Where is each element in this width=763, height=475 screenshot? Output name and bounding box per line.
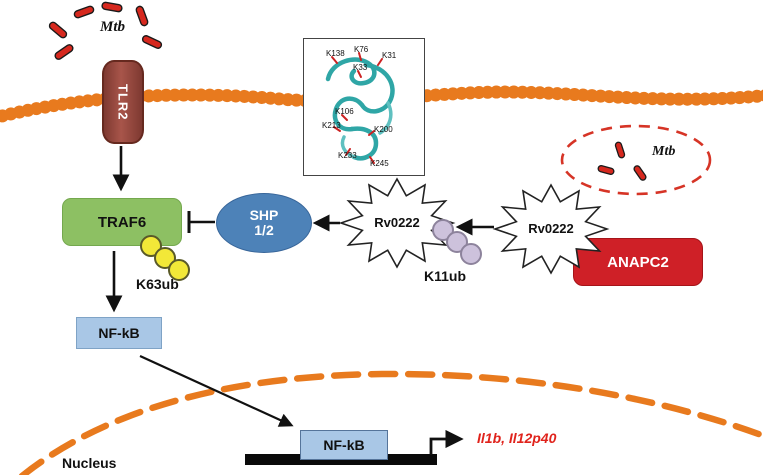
residue-label-k106: K106	[335, 107, 354, 116]
k11-ubiquitin-circle	[460, 243, 482, 265]
mtb-bacteria-intracellular	[597, 141, 647, 181]
mtb-rod	[73, 5, 95, 19]
nfkb-cytoplasm-label: NF-kB	[98, 325, 140, 341]
residue-label-k31: K31	[382, 51, 397, 60]
rv0222-structure-inset: K138 K76 K31 K33 K106 K213 K200 K233 K24…	[303, 38, 425, 176]
rv0222-right-label: Rv0222	[528, 221, 574, 236]
tlr2-label: TLR2	[115, 83, 131, 121]
transcription-start-arrow	[429, 429, 464, 455]
mtb-vacuole-outline	[560, 124, 712, 196]
shp-label-line1: SHP	[249, 206, 279, 223]
tlr2-receptor: TLR2	[102, 60, 144, 144]
target-genes-label: Il1b, Il12p40	[477, 430, 557, 446]
traf6-node: TRAF6	[62, 198, 182, 246]
residue-label-k233: K233	[338, 151, 357, 160]
k63ub-label: K63ub	[136, 276, 179, 292]
residue-label-k138: K138	[326, 49, 345, 58]
anapc2-label: ANAPC2	[607, 253, 669, 271]
nfkb-nucleus-label: NF-kB	[323, 437, 365, 453]
residue-label-k33: K33	[353, 63, 368, 72]
mtb-intracellular-label: Mtb	[652, 144, 676, 159]
shp-label-line2: 1/2	[254, 222, 274, 238]
residue-label-k200: K200	[374, 125, 393, 134]
mtb-rod	[597, 165, 615, 175]
nfkb-nucleus-node: NF-kB	[300, 430, 388, 460]
arrow-nfkb-to-nucleus	[139, 354, 294, 427]
residue-label-k245: K245	[370, 159, 389, 168]
anapc2-node: ANAPC2	[573, 238, 703, 286]
nfkb-cytoplasm-node: NF-kB	[76, 317, 162, 349]
nucleus-label: Nucleus	[62, 455, 117, 471]
mtb-extracellular-label: Mtb	[100, 19, 126, 35]
rv0222-left-label: Rv0222	[374, 215, 420, 230]
mtb-rod	[101, 1, 123, 13]
mtb-rod	[633, 165, 647, 181]
residue-label-k213: K213	[322, 121, 341, 130]
traf6-label: TRAF6	[97, 213, 147, 231]
k63-ubiquitin-circle	[168, 259, 190, 281]
mtb-rod	[141, 35, 163, 49]
k11ub-label: K11ub	[424, 268, 467, 284]
mtb-rod	[135, 5, 149, 27]
protein-ribbon-graphic	[325, 52, 395, 164]
mtb-rod	[54, 44, 74, 60]
mtb-rod	[614, 141, 626, 159]
residue-label-k76: K76	[354, 45, 369, 54]
shp12-node: SHP 1/2	[216, 193, 312, 253]
mtb-rod	[48, 21, 68, 39]
